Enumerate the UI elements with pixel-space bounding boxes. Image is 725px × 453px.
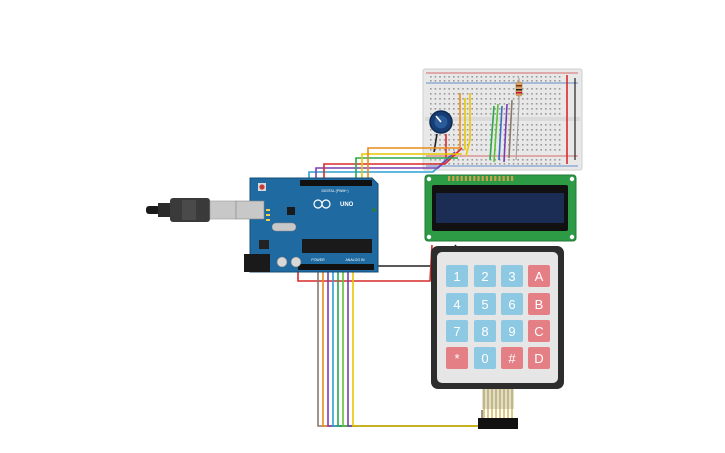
lcd-mount-hole — [426, 176, 432, 182]
digital-header — [300, 180, 372, 186]
wire-green-top[interactable] — [355, 157, 458, 183]
lcd-mount-hole — [569, 176, 575, 182]
wire-yellow-top[interactable] — [361, 153, 462, 183]
keypad-key[interactable]: # — [501, 347, 523, 369]
keypad-key-label: * — [454, 351, 459, 366]
keypad-key[interactable]: C — [528, 320, 550, 342]
led-tx — [266, 214, 270, 216]
keypad-key[interactable]: 7 — [446, 320, 468, 342]
breadboard[interactable] — [422, 68, 583, 171]
keypad-key[interactable]: 6 — [501, 293, 523, 315]
keypad-key[interactable]: 5 — [474, 293, 496, 315]
keypad-key-label: 0 — [481, 351, 488, 366]
wire-keypad-8[interactable] — [352, 270, 510, 427]
keypad-key[interactable]: * — [446, 347, 468, 369]
analog-header — [298, 264, 374, 270]
keypad-connector[interactable] — [478, 418, 518, 429]
breadboard-center-channel — [425, 117, 580, 121]
reset-button[interactable] — [259, 184, 265, 190]
keypad-key-label: 9 — [508, 324, 515, 339]
keypad-key-label: 3 — [508, 269, 515, 284]
usb-chip — [287, 207, 295, 215]
capacitor-1 — [276, 256, 288, 268]
keypad-key[interactable]: 8 — [474, 320, 496, 342]
keypad-key-label: 6 — [508, 297, 515, 312]
lcd-pins — [448, 176, 514, 181]
keypad-key-label: C — [534, 324, 543, 339]
keypad-key[interactable]: 0 — [474, 347, 496, 369]
wire-red-top[interactable] — [323, 147, 463, 183]
breadboard-wires — [433, 93, 520, 163]
keypad-key-label: A — [535, 269, 544, 284]
voltage-regulator — [259, 240, 269, 249]
usb-plug-metal — [209, 200, 237, 220]
atmega-chip — [302, 239, 372, 253]
lcd-mount-hole — [426, 234, 432, 240]
lcd-16x2[interactable] — [424, 174, 577, 242]
led-on — [372, 208, 376, 212]
arduino-uno-board[interactable]: DIGITAL (PWM~) POWER ANALOG IN UNO — [235, 177, 379, 273]
resistor[interactable] — [515, 78, 523, 104]
wire-orange-top[interactable] — [367, 147, 460, 183]
keypad-keys[interactable]: 1 2 3 A 4 5 6 B 7 8 9 C * 0 # D — [446, 265, 550, 369]
keypad-key[interactable]: 3 — [501, 265, 523, 287]
keypad-key-label: D — [534, 351, 543, 366]
lcd-screen — [436, 193, 564, 223]
keypad-key[interactable]: 9 — [501, 320, 523, 342]
keypad-key[interactable]: 2 — [474, 265, 496, 287]
wire-purple[interactable] — [315, 151, 456, 183]
potentiometer[interactable] — [429, 110, 453, 134]
board-brand: UNO — [340, 202, 354, 208]
keypad-key-label: 1 — [453, 269, 460, 284]
keypad-key[interactable]: 4 — [446, 293, 468, 315]
keypad-key-label: 2 — [481, 269, 488, 284]
keypad-key-label: 4 — [453, 297, 460, 312]
keypad-key-label: 5 — [481, 297, 488, 312]
capacitor-2 — [290, 256, 302, 268]
arduino-logo-icon — [313, 199, 331, 209]
keypad-key[interactable]: A — [528, 265, 550, 287]
digital-header-label: DIGITAL (PWM~) — [321, 189, 348, 193]
keypad-ribbon-lines — [483, 389, 513, 418]
led-rx — [266, 219, 270, 221]
keypad-ribbon — [482, 389, 514, 409]
analog-header-label: ANALOG IN — [345, 258, 365, 262]
keypad-key-label: B — [535, 297, 544, 312]
keypad-key[interactable]: B — [528, 293, 550, 315]
keypad-key-label: 8 — [481, 324, 488, 339]
power-header-label: POWER — [311, 258, 325, 262]
keypad-key-label: 7 — [453, 324, 460, 339]
keypad-4x4[interactable]: 1 2 3 A 4 5 6 B 7 8 9 C * 0 # D — [431, 246, 564, 429]
keypad-key-label: # — [508, 351, 516, 366]
usb-port — [235, 200, 265, 220]
keypad-key[interactable]: D — [528, 347, 550, 369]
crystal — [271, 222, 297, 232]
potentiometer-knob-indicator — [435, 115, 442, 123]
keypad-key[interactable]: 1 — [446, 265, 468, 287]
usb-cable[interactable] — [146, 198, 237, 222]
lcd-mount-hole — [569, 234, 575, 240]
power-jack — [244, 254, 270, 272]
led-l — [266, 209, 270, 211]
